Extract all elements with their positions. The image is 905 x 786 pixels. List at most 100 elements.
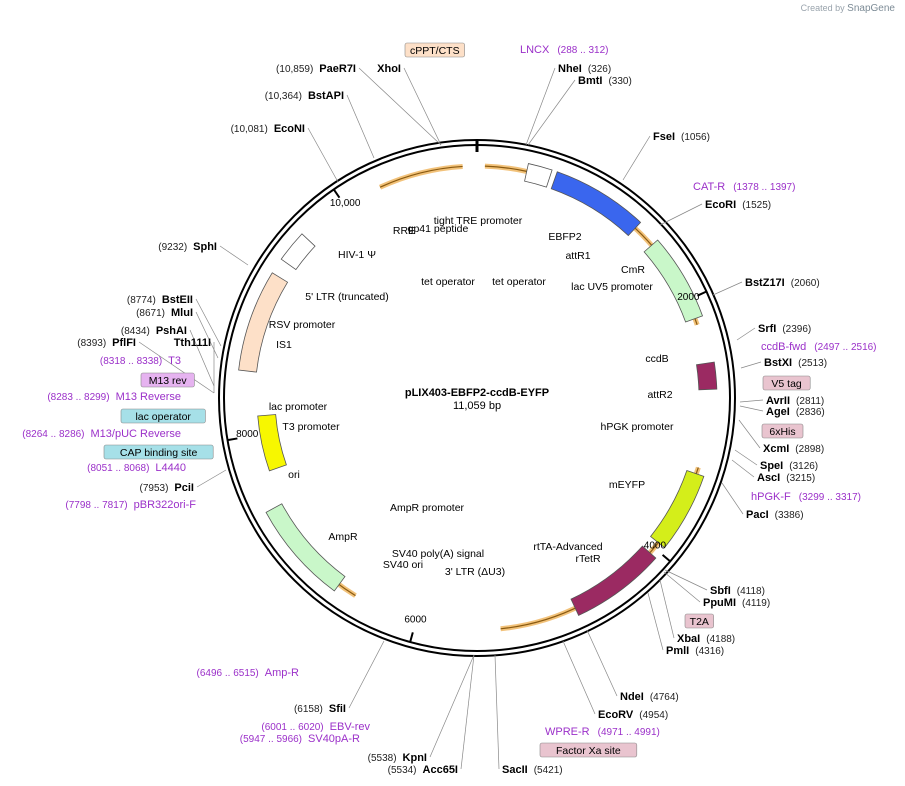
site-leader-6 bbox=[740, 361, 762, 369]
primer-ccdb-fwd: ccdB-fwd(2497 .. 2516) bbox=[761, 341, 877, 353]
feature-label-3: EBFP2 bbox=[548, 231, 581, 243]
site-nhei: NheI(326) bbox=[558, 63, 611, 75]
site-labels: NheI(326)BmtI(330)FseI(1056)EcoRI(1525)B… bbox=[77, 63, 827, 776]
feature-meyfp bbox=[649, 469, 705, 549]
site-name: BstXI bbox=[764, 357, 792, 369]
feature-label-21: AmpR bbox=[328, 531, 358, 543]
site-pos: (2513) bbox=[798, 358, 827, 369]
primer-range: (2497 .. 2516) bbox=[814, 342, 876, 353]
primer-name: M13 Reverse bbox=[116, 391, 181, 403]
box-bg-7 bbox=[103, 444, 214, 460]
site-name: SphI bbox=[193, 241, 217, 253]
feature-label-15: hPGK promoter bbox=[601, 421, 674, 433]
site-name: XcmI bbox=[763, 443, 789, 455]
primer-labels: LNCX(288 .. 312)CAT-R(1378 .. 1397)ccdB-… bbox=[22, 44, 876, 745]
site-pos: (10,859) bbox=[276, 64, 313, 75]
primer-range: (6496 .. 6515) bbox=[197, 668, 259, 679]
site-pos: (8434) bbox=[121, 326, 150, 337]
leader-lines bbox=[138, 67, 764, 770]
feature-arrows bbox=[238, 163, 718, 616]
primer-range: (4971 .. 4991) bbox=[598, 727, 660, 738]
feature-label-26: 3' LTR (ΔU3) bbox=[445, 566, 505, 578]
tick-2000 bbox=[697, 290, 707, 297]
box-bg-4 bbox=[539, 742, 638, 758]
site-name: BmtI bbox=[578, 75, 602, 87]
box-label-cppt-cts: cPPT/CTS bbox=[410, 45, 460, 57]
primer-name: M13/pUC Reverse bbox=[91, 428, 181, 440]
site-leader-24 bbox=[138, 341, 215, 394]
site-pmli: PmlI(4316) bbox=[666, 645, 724, 657]
site-name: AgeI bbox=[766, 406, 790, 418]
site-leader-11 bbox=[731, 459, 755, 478]
site-tth111i: Tth111I bbox=[174, 337, 211, 349]
plasmid-name: pLIX403-EBFP2-ccdB-EYFP bbox=[405, 387, 549, 399]
site-ppumi: PpuMI(4119) bbox=[703, 597, 770, 609]
site-leader-28 bbox=[195, 298, 222, 347]
site-avrii: AvrII(2811) bbox=[766, 395, 824, 407]
tick-label-6000: 6000 bbox=[404, 615, 427, 626]
box-bg-6 bbox=[120, 408, 206, 424]
feature-label-22: rtTA-Advanced bbox=[533, 541, 602, 553]
primer-range: (8283 .. 8299) bbox=[47, 392, 109, 403]
site-pos: (4764) bbox=[650, 692, 679, 703]
site-pos: (5421) bbox=[534, 765, 563, 776]
site-agei: AgeI(2836) bbox=[766, 406, 825, 418]
site-name: SfiI bbox=[329, 703, 346, 715]
site-name: BstAPI bbox=[308, 90, 344, 102]
site-bsteii: (8774)BstEII bbox=[127, 294, 193, 306]
feature-label-2: RRE bbox=[393, 225, 415, 237]
site-name: FseI bbox=[653, 131, 675, 143]
site-leader-26 bbox=[189, 329, 215, 387]
site-name: PacI bbox=[746, 509, 769, 521]
primer-m13-puc-reverse: (8264 .. 8286)M13/pUC Reverse bbox=[22, 428, 181, 440]
arc-halo-3 bbox=[500, 602, 584, 632]
site-sfii: (6158)SfiI bbox=[294, 703, 346, 715]
feature-label-10: 5' LTR (truncated) bbox=[305, 291, 389, 303]
primer-t3: (8318 .. 8338)T3 bbox=[100, 355, 181, 367]
site-econi: (10,081) EcoNI bbox=[231, 123, 305, 135]
site-paer7i: (10,859)PaeR7I bbox=[276, 63, 356, 75]
site-leader-31 bbox=[346, 94, 375, 159]
site-leader-16 bbox=[647, 592, 664, 651]
site-pos: (10,081) bbox=[231, 124, 268, 135]
site-pos: (326) bbox=[588, 64, 611, 75]
primer-name: Amp-R bbox=[265, 667, 299, 679]
feature-label-11: RSV promoter bbox=[269, 319, 336, 331]
site-asci: AscI(3215) bbox=[757, 472, 815, 484]
site-name: PciI bbox=[174, 482, 194, 494]
site-name: SacII bbox=[502, 764, 528, 776]
site-name: PpuMI bbox=[703, 597, 736, 609]
site-bstxi: BstXI (2513) bbox=[764, 357, 827, 369]
site-name: BstEII bbox=[162, 294, 193, 306]
site-bstz17i: BstZ17I(2060) bbox=[745, 277, 820, 289]
site-xcmi: XcmI(2898) bbox=[763, 443, 824, 455]
site-leader-10 bbox=[734, 449, 758, 466]
site-name: EcoNI bbox=[274, 123, 305, 135]
box-label-v5-tag: V5 tag bbox=[771, 378, 802, 390]
site-pos: (5538) bbox=[368, 753, 397, 764]
primer-name: pBR322ori-F bbox=[134, 499, 197, 511]
box-label-factor-xa-site: Factor Xa site bbox=[556, 745, 621, 757]
site-leader-3 bbox=[659, 203, 703, 226]
box-bg-2 bbox=[761, 423, 804, 439]
primer-range: (3299 .. 3317) bbox=[799, 492, 861, 503]
primer-range: (6001 .. 6020) bbox=[261, 722, 323, 733]
feature-label-20: AmpR promoter bbox=[390, 502, 465, 514]
feature-label-8: tet operator bbox=[492, 276, 546, 288]
primer-range: (7798 .. 7817) bbox=[65, 500, 127, 511]
site-pos: (9232) bbox=[158, 242, 187, 253]
site-leader-27 bbox=[195, 311, 219, 359]
site-pos: (7953) bbox=[140, 483, 169, 494]
site-pos: (4954) bbox=[639, 710, 668, 721]
feature-ampr bbox=[265, 503, 346, 592]
feature-label-16: lac promoter bbox=[269, 401, 328, 413]
feature-ori bbox=[257, 414, 287, 472]
primer-range: (288 .. 312) bbox=[557, 45, 608, 56]
site-name: SrfI bbox=[758, 323, 776, 335]
snapgene-credit: Created by SnapGene bbox=[801, 3, 895, 14]
primer-hpgk-f: hPGK-F(3299 .. 3317) bbox=[751, 491, 861, 503]
site-pos: (5534) bbox=[388, 765, 417, 776]
site-pos: (3126) bbox=[789, 461, 818, 472]
